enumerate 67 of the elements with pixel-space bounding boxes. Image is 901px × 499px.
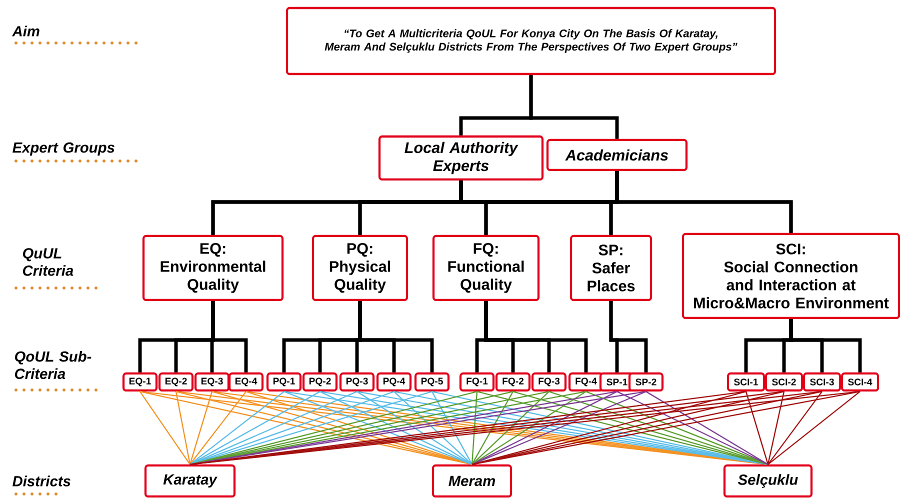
sub-criterion-box: FQ-2 xyxy=(495,372,531,392)
aim-box: “To Get A Multicriteria QoUL For Konya City On The Basis Of Karatay, Meram And Selçuklu Districts From The Perspectives Of Two Expert Groups” xyxy=(286,6,776,76)
sub-criterion-box: PQ-5 xyxy=(414,372,450,392)
link-line xyxy=(190,391,320,465)
link-line xyxy=(472,391,586,465)
link-line xyxy=(190,391,284,465)
link-line xyxy=(586,391,768,465)
link-line xyxy=(472,391,646,465)
sub-criterion-box: EQ-2 xyxy=(158,372,194,392)
link-line xyxy=(394,391,472,465)
sub-criterion-box: PQ-2 xyxy=(302,372,338,392)
level-label: QuUL Criteria xyxy=(22,248,74,276)
link-line xyxy=(471,391,514,465)
connector-line xyxy=(609,301,648,372)
connector-line xyxy=(358,301,434,372)
expert-group-box: Academicians xyxy=(546,138,688,172)
link-line xyxy=(616,391,768,465)
level-label: Expert Groups xyxy=(12,142,114,156)
sub-criterion-box: PQ-4 xyxy=(376,372,412,392)
level-label: Districts xyxy=(12,476,70,486)
criterion-box: PQ: Physical Quality xyxy=(312,234,408,302)
link-line xyxy=(189,391,213,465)
link-line xyxy=(190,391,358,465)
criterion-box: SCI: Social Connection and Interaction at Micro&Macro Environment xyxy=(682,232,900,320)
district-box: Selçuklu xyxy=(723,464,813,498)
connector-line xyxy=(529,75,619,139)
sub-criterion-box: SCI-2 xyxy=(764,372,804,392)
sub-criterion-box: EQ-4 xyxy=(228,372,264,392)
sub-criterion-box: FQ-4 xyxy=(568,372,604,392)
district-box: Meram xyxy=(432,464,512,498)
connector-line xyxy=(615,171,793,233)
link-line xyxy=(745,391,769,465)
sub-criterion-box: PQ-3 xyxy=(339,372,375,392)
link-line xyxy=(284,391,472,465)
link-line xyxy=(190,391,246,465)
link-line xyxy=(768,391,822,465)
sub-criterion-box: SCI-4 xyxy=(840,372,880,392)
level-label: Aim xyxy=(12,26,40,36)
link-line xyxy=(140,391,190,465)
sub-criterion-box: EQ-1 xyxy=(122,372,158,392)
link-line xyxy=(175,391,191,465)
link-line xyxy=(646,391,768,465)
criterion-box: FQ: Functional Quality xyxy=(432,234,540,302)
sub-criterion-box: PQ-1 xyxy=(266,372,302,392)
link-line xyxy=(320,391,472,465)
level-label: QoUL Sub-Criteria xyxy=(14,350,92,380)
link-line xyxy=(471,392,478,464)
district-box: Karatay xyxy=(144,464,236,498)
connector-line xyxy=(484,301,588,372)
sub-criterion-box: EQ-3 xyxy=(194,372,230,392)
link-line xyxy=(767,391,785,465)
sub-criterion-box: SP-2 xyxy=(628,372,664,392)
link-line xyxy=(472,391,550,465)
link-line xyxy=(431,391,473,465)
link-line xyxy=(356,391,472,465)
link-line xyxy=(190,391,394,465)
criterion-box: EQ: Environmental Quality xyxy=(142,234,284,302)
sub-criterion-box: SCI-1 xyxy=(726,372,766,392)
sub-criterion-box: SCI-3 xyxy=(802,372,842,392)
sub-criterion-box: FQ-1 xyxy=(459,372,495,392)
expert-group-box: Local Authority Experts xyxy=(378,135,544,181)
sub-criterion-box: FQ-3 xyxy=(531,372,567,392)
connector-line xyxy=(211,301,248,372)
criterion-box: SP: Safer Places xyxy=(570,234,652,302)
connector-line xyxy=(789,319,862,372)
link-line xyxy=(472,391,618,465)
link-line xyxy=(768,391,860,465)
